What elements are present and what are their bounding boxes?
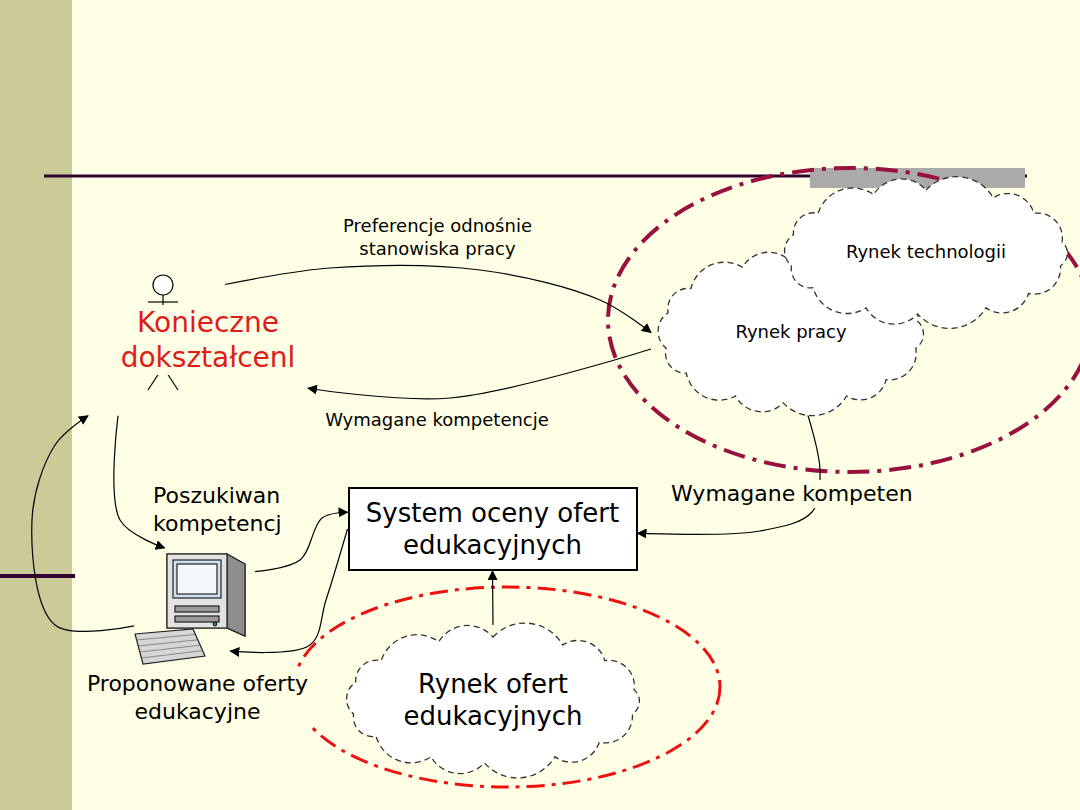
cloud-outline [347,623,640,778]
cloud-outline [338,625,648,775]
node-label-block: Rynek ofert edukacyjnych [368,668,618,733]
connector [230,529,347,653]
node-label-block: Rynek pracy [681,321,901,344]
node-label: Konieczne dokształcenl [108,305,308,375]
connector [32,416,134,632]
node-label: Rynek technologii [806,241,1046,264]
node-label: System oceny ofert edukacyjnych [358,497,628,562]
education-region [294,587,720,787]
edge-label: Wymagane kompetencje [312,409,562,432]
computer-icon: Proponowane oferty edukacyjne [80,548,315,729]
cloud-outline [658,250,923,415]
edge-label: Poszukiwan kompetencj [150,482,302,537]
box-outline [349,488,637,570]
node-label-block: Rynek technologii [806,241,1046,264]
cloud-outline [785,177,1068,329]
connector [638,415,821,534]
process-box: System oceny ofert edukacyjnych [348,487,638,571]
node-label-block: Proponowane oferty edukacyjne [80,670,315,725]
actor-figure: Konieczne dokształcenl [108,272,308,397]
node-label: Rynek ofert edukacyjnych [368,668,618,733]
node-label-block: System oceny ofert edukacyjnych [358,497,628,562]
node-label-block: Konieczne dokształcenl [108,305,308,375]
node-label: Rynek pracy [681,321,901,344]
side-bar [0,0,72,810]
market-region [608,168,1080,472]
connector [308,349,651,399]
side-rule [0,574,75,578]
edge-label: Wymagane kompeten [668,480,916,508]
computer-drawing [135,554,245,664]
market-cloud: Rynek technologii [776,178,1076,326]
connector [492,571,494,625]
node-label: Proponowane oferty edukacyjne [80,670,315,725]
edge-label: Preferencje odnośnie stanowiska pracy [320,215,555,260]
market-cloud: Rynek ofert edukacyjnych [338,625,648,775]
